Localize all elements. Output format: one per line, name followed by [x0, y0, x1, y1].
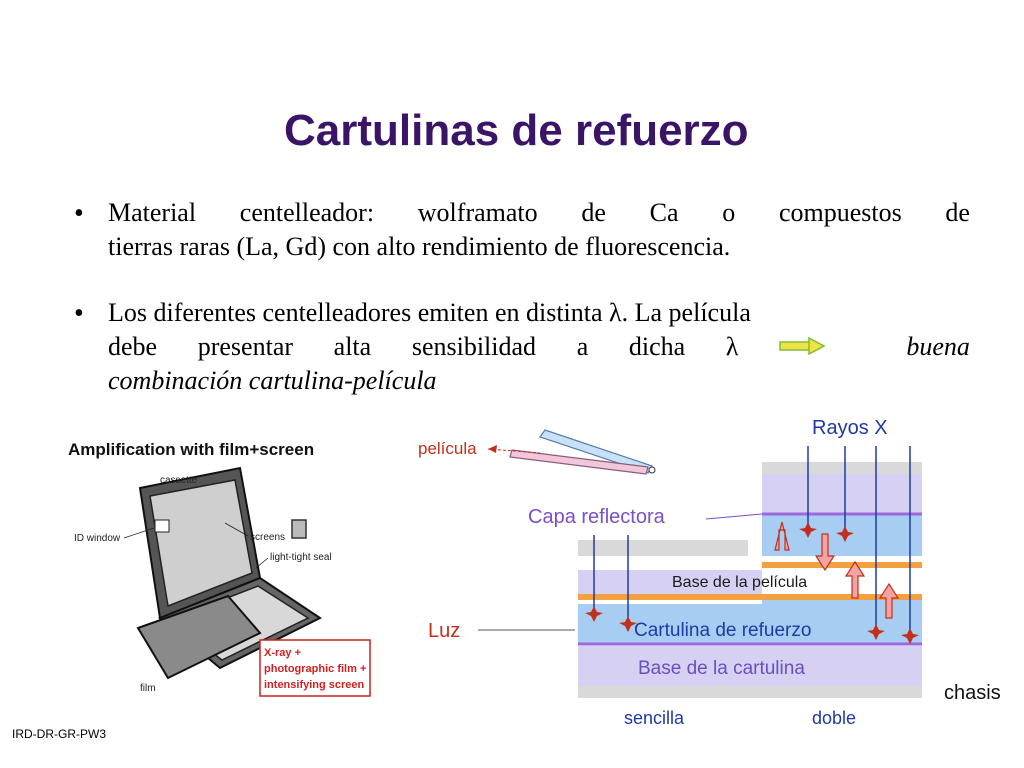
- bullet-1-line-1: Material centelleador: wolframato de Ca …: [108, 196, 970, 230]
- footer-code: IRD-DR-GR-PW3: [12, 727, 106, 741]
- word: o: [722, 198, 736, 227]
- word: compuestos: [778, 198, 902, 227]
- word: presentar: [197, 332, 294, 361]
- word: dicha: [628, 332, 686, 361]
- callout-line-1: X-ray +: [264, 647, 301, 659]
- label-doble: doble: [812, 708, 856, 728]
- word: buena: [906, 332, 970, 361]
- word: Material: [108, 198, 197, 227]
- bullet-text-2: Los diferentes centelleadores emiten en …: [108, 296, 970, 398]
- label-luz: Luz: [428, 620, 460, 642]
- label-id-window: ID window: [74, 533, 121, 544]
- word: debe: [108, 332, 158, 361]
- callout-line-2: photographic film +: [264, 663, 366, 675]
- sheet-hinge: [648, 466, 656, 474]
- label-sencilla: sencilla: [624, 708, 685, 728]
- word: de: [945, 198, 970, 227]
- bullet-marker-1: •: [74, 198, 84, 229]
- label-base-pelicula: Base de la película: [672, 574, 807, 591]
- figure-heading: Amplification with film+screen: [68, 440, 314, 459]
- film-sheet-top: [539, 429, 653, 474]
- label-light-tight-seal: light-tight seal: [270, 552, 332, 563]
- film-sheet: [136, 594, 262, 680]
- bullet-1-line-2: tierras raras (La, Gd) con alto rendimie…: [108, 232, 731, 261]
- bullet-2-line-1: Los diferentes centelleadores emiten en …: [108, 298, 751, 327]
- bullet-marker-2: •: [74, 298, 84, 329]
- xray-lines: [593, 446, 911, 634]
- column-doble: [762, 462, 922, 698]
- label-pelicula: película: [418, 439, 477, 458]
- callout-box: [259, 639, 371, 697]
- label-film: film: [140, 683, 156, 694]
- light-arrows: [774, 521, 900, 619]
- callout-line-3: intensifying screen: [264, 679, 365, 691]
- interaction-markers: [585, 522, 919, 644]
- word: λ: [725, 332, 739, 361]
- film-sheet-bottom: [509, 449, 649, 475]
- label-capa-reflectora: Capa reflectora: [528, 506, 666, 528]
- screen-upper: [149, 479, 253, 608]
- word: de: [581, 198, 606, 227]
- cassette-illustration: Amplification with film+screen cassette …: [68, 440, 371, 697]
- word: alta: [333, 332, 372, 361]
- bullet-2-line-3: combinación cartulina-película: [108, 366, 437, 395]
- implies-arrow-icon: [779, 330, 826, 356]
- label-cartulina-refuerzo: Cartulina de refuerzo: [634, 620, 811, 641]
- bullet-text-1: Material centelleador: wolframato de Ca …: [108, 196, 970, 264]
- label-chasis: chasis: [944, 682, 1001, 704]
- label-rayos-x: Rayos X: [812, 417, 888, 439]
- column-sencilla: [578, 540, 762, 698]
- word: Ca: [649, 198, 679, 227]
- word: centelleador:: [239, 198, 375, 227]
- seal-icon: [291, 519, 307, 539]
- word: sensibilidad: [411, 332, 537, 361]
- label-base-cartulina: Base de la cartulina: [638, 658, 805, 679]
- label-cassette: cassette: [160, 475, 198, 486]
- id-window-box: [154, 519, 170, 533]
- word: wolframato: [417, 198, 538, 227]
- label-screens: screens: [250, 532, 285, 543]
- slide-title: Cartulinas de refuerzo: [284, 106, 749, 155]
- word: a: [576, 332, 589, 361]
- bullet-2-line-2: debe presentar alta sensibilidad a dicha…: [108, 330, 970, 364]
